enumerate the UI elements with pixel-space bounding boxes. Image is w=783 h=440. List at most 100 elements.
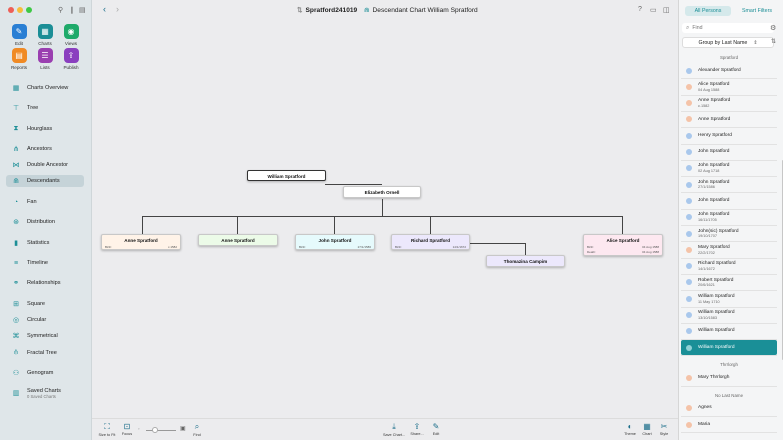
tool-charts[interactable]: ▦Charts — [35, 24, 55, 46]
person-list-item[interactable]: Henry Spratford — [681, 128, 777, 143]
back-icon[interactable]: ‹ — [103, 4, 106, 14]
list-divider — [681, 339, 777, 341]
list-divider — [681, 110, 777, 112]
top-bar: ‹ › ⇅ Spratford241019 ⋒ Descendant Chart… — [92, 0, 678, 22]
nav-double-ancestor[interactable]: ⋈Double Ancestor — [6, 159, 84, 171]
person-list-item[interactable]: William Spratford — [681, 340, 777, 356]
nav-label: Symmetrical — [27, 333, 58, 339]
nav-descendants[interactable]: ⋒Descendants — [6, 175, 84, 187]
nav-tree[interactable]: ⊤Tree — [6, 102, 84, 114]
focus-button[interactable]: ⊡ Focus — [116, 422, 138, 436]
save-chart-button[interactable]: ⤓ Save Chart... — [383, 422, 405, 437]
person-list-item[interactable]: Alexander Spratford — [681, 63, 777, 78]
person-name: Alice Spratford — [606, 238, 640, 243]
bookmark-icon[interactable]: ❙ — [69, 7, 75, 14]
child-node-2[interactable]: Anne Spratford — [198, 234, 278, 246]
zoom-slider[interactable]: ▫ ▣ — [138, 426, 186, 433]
person-name: Anne Spratford — [124, 238, 158, 243]
person-list-name: William Spratford — [698, 310, 735, 316]
person-list-item[interactable]: Mary Thrrlorgh — [681, 370, 777, 385]
person-list-item[interactable]: Anne Spratford — [681, 112, 777, 127]
close-window-button[interactable] — [8, 7, 14, 13]
nav-ancestors[interactable]: ⋔Ancestors — [6, 143, 84, 155]
tool-reports[interactable]: ▤Reports — [9, 48, 29, 70]
grandspouse-node[interactable]: Thomazina Campim — [486, 255, 565, 267]
nav-genogram[interactable]: ⚇Genogram — [6, 367, 84, 379]
spouse-node[interactable]: Elizabeth Ornell — [343, 186, 421, 198]
tool-edit[interactable]: ✎Edit — [9, 24, 29, 46]
chart-canvas[interactable]: William Spratford Elizabeth Ornell Anne … — [92, 22, 678, 418]
sidebar-toggle-icon[interactable]: ▤ — [79, 7, 86, 14]
focus-label: Focus — [121, 432, 133, 436]
pin-icon[interactable]: ⚲ — [58, 7, 64, 14]
nav-square[interactable]: ⊞Square — [6, 298, 84, 310]
share-icon: ⇪ — [413, 422, 421, 431]
person-list-item[interactable]: Agnes — [681, 401, 777, 416]
window-icon[interactable]: ▭ — [650, 7, 657, 14]
nav-fractal-tree[interactable]: ⫛Fractal Tree — [6, 347, 84, 359]
help-icon[interactable]: ? — [638, 6, 642, 13]
person-list-item[interactable]: Maria — [681, 417, 777, 432]
zoom-window-button[interactable] — [26, 7, 32, 13]
chart-options-button[interactable]: ▦ Chart — [636, 422, 658, 436]
share-button[interactable]: ⇪ Share... — [406, 422, 428, 436]
focus-icon: ⊡ — [123, 422, 131, 431]
person-list-name: John Spratford — [698, 163, 730, 169]
nav-statistics[interactable]: ▮Statistics — [6, 237, 84, 249]
death-value: 04 Aug 1588 — [642, 250, 659, 254]
group-by-dropdown[interactable]: Group by Last Name ⇕ — [682, 37, 774, 48]
find-button[interactable]: ⌕ Find — [186, 422, 208, 437]
edit-button[interactable]: ✎ Edit — [425, 422, 447, 436]
person-list-item[interactable]: William Spratford — [681, 324, 777, 339]
theme-button[interactable]: ◐ Theme — [619, 422, 641, 436]
nav-circular[interactable]: ◎Circular — [6, 314, 84, 326]
search-field[interactable]: ⌕ — [682, 23, 774, 33]
nav-charts-overview[interactable]: ▦Charts Overview — [6, 82, 84, 94]
child-node-3[interactable]: John Spratford Birth: 27/1/1586 — [295, 234, 375, 250]
child-node-1[interactable]: Anne Spratford Birth: c.1582 — [101, 234, 181, 250]
search-options-icon[interactable]: ⚙ — [770, 25, 777, 32]
person-list-name: Agnes — [698, 405, 712, 411]
nav-fan[interactable]: ◔Fan — [6, 196, 84, 208]
tool-lists[interactable]: ☰Lists — [35, 48, 55, 70]
tab-all-persons[interactable]: All Persons — [685, 6, 731, 16]
sort-icon[interactable]: ⇅ — [771, 39, 777, 45]
list-divider — [681, 385, 777, 387]
tool-views[interactable]: ◉Views — [61, 24, 81, 46]
birth-value: 04 Aug 1588 — [642, 245, 659, 249]
tab-smart-filters[interactable]: Smart Filters — [741, 8, 773, 14]
nav-symmetrical[interactable]: ⌘Symmetrical — [6, 330, 84, 342]
forward-icon[interactable]: › — [116, 4, 119, 14]
nav-relationships[interactable]: ⚭Relationships — [6, 277, 84, 289]
split-view-icon[interactable]: ◫ — [663, 7, 670, 14]
person-list-item[interactable]: John Spratford — [681, 145, 777, 160]
root-person-node[interactable]: William Spratford — [247, 170, 326, 181]
search-input[interactable] — [692, 25, 763, 31]
nav-distribution[interactable]: ⊛Distribution — [6, 216, 84, 228]
nav-hourglass[interactable]: ⧗Hourglass — [6, 123, 84, 135]
nav-timeline[interactable]: ≡Timeline — [6, 257, 84, 269]
edit-icon: ✎ — [432, 422, 440, 431]
zoom-thumb[interactable] — [152, 427, 158, 433]
connector-line — [382, 199, 383, 216]
size-to-fit-icon: ⛶ — [104, 422, 110, 431]
style-button[interactable]: ✂ Style — [653, 422, 675, 436]
size-to-fit-button[interactable]: ⛶ Size to Fit — [96, 422, 118, 437]
child-node-5[interactable]: Alice Spratford Birth: 04 Aug 1588 Death… — [583, 234, 663, 256]
person-list-item[interactable]: John Spratford — [681, 193, 777, 208]
minimize-window-button[interactable] — [17, 7, 23, 13]
child-node-4[interactable]: Richard Spratford Birth: 14/1/1672 — [391, 234, 470, 250]
tool-publish[interactable]: ⇪Publish — [61, 48, 81, 70]
